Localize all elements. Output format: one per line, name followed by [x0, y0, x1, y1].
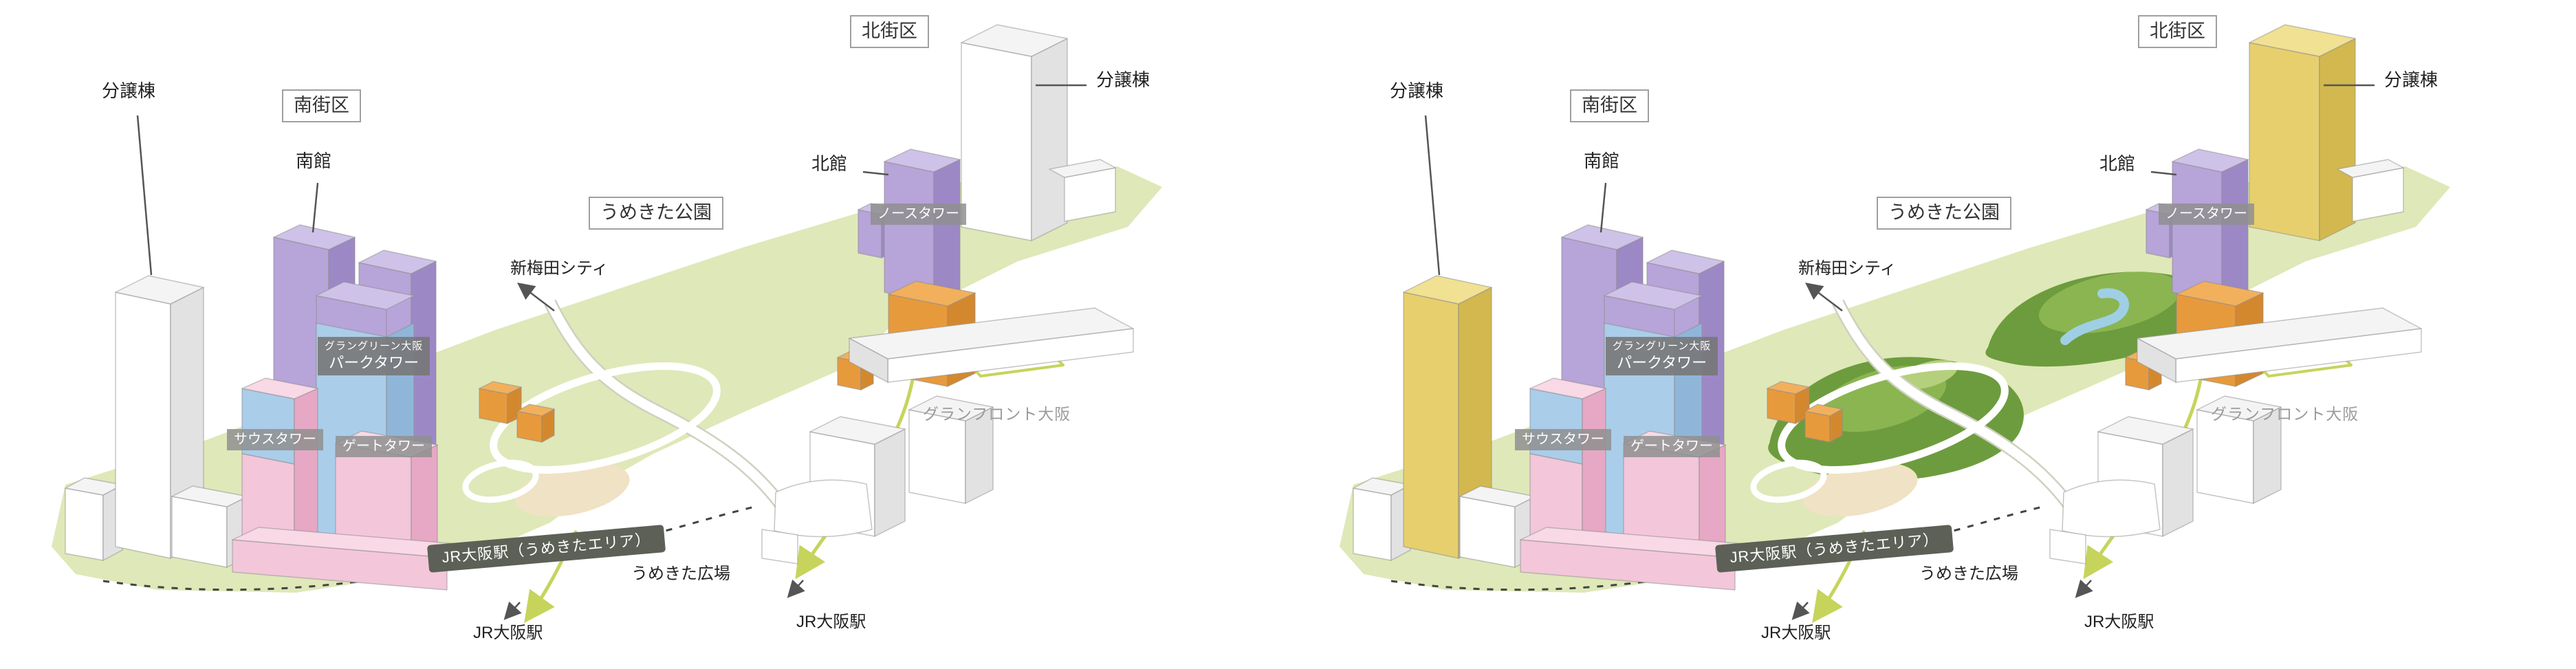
- site-model-left: [0, 0, 1288, 669]
- site-diagram-left: 北街区 南街区 うめきた公園 分譲棟 分譲棟 南館 北館 新梅田シティ グラング…: [0, 0, 1288, 669]
- site-diagram-right: 北街区 南街区 うめきた公園 分譲棟 分譲棟 南館 北館 新梅田シティ グラング…: [1288, 0, 2576, 669]
- site-model-right: [1288, 0, 2576, 669]
